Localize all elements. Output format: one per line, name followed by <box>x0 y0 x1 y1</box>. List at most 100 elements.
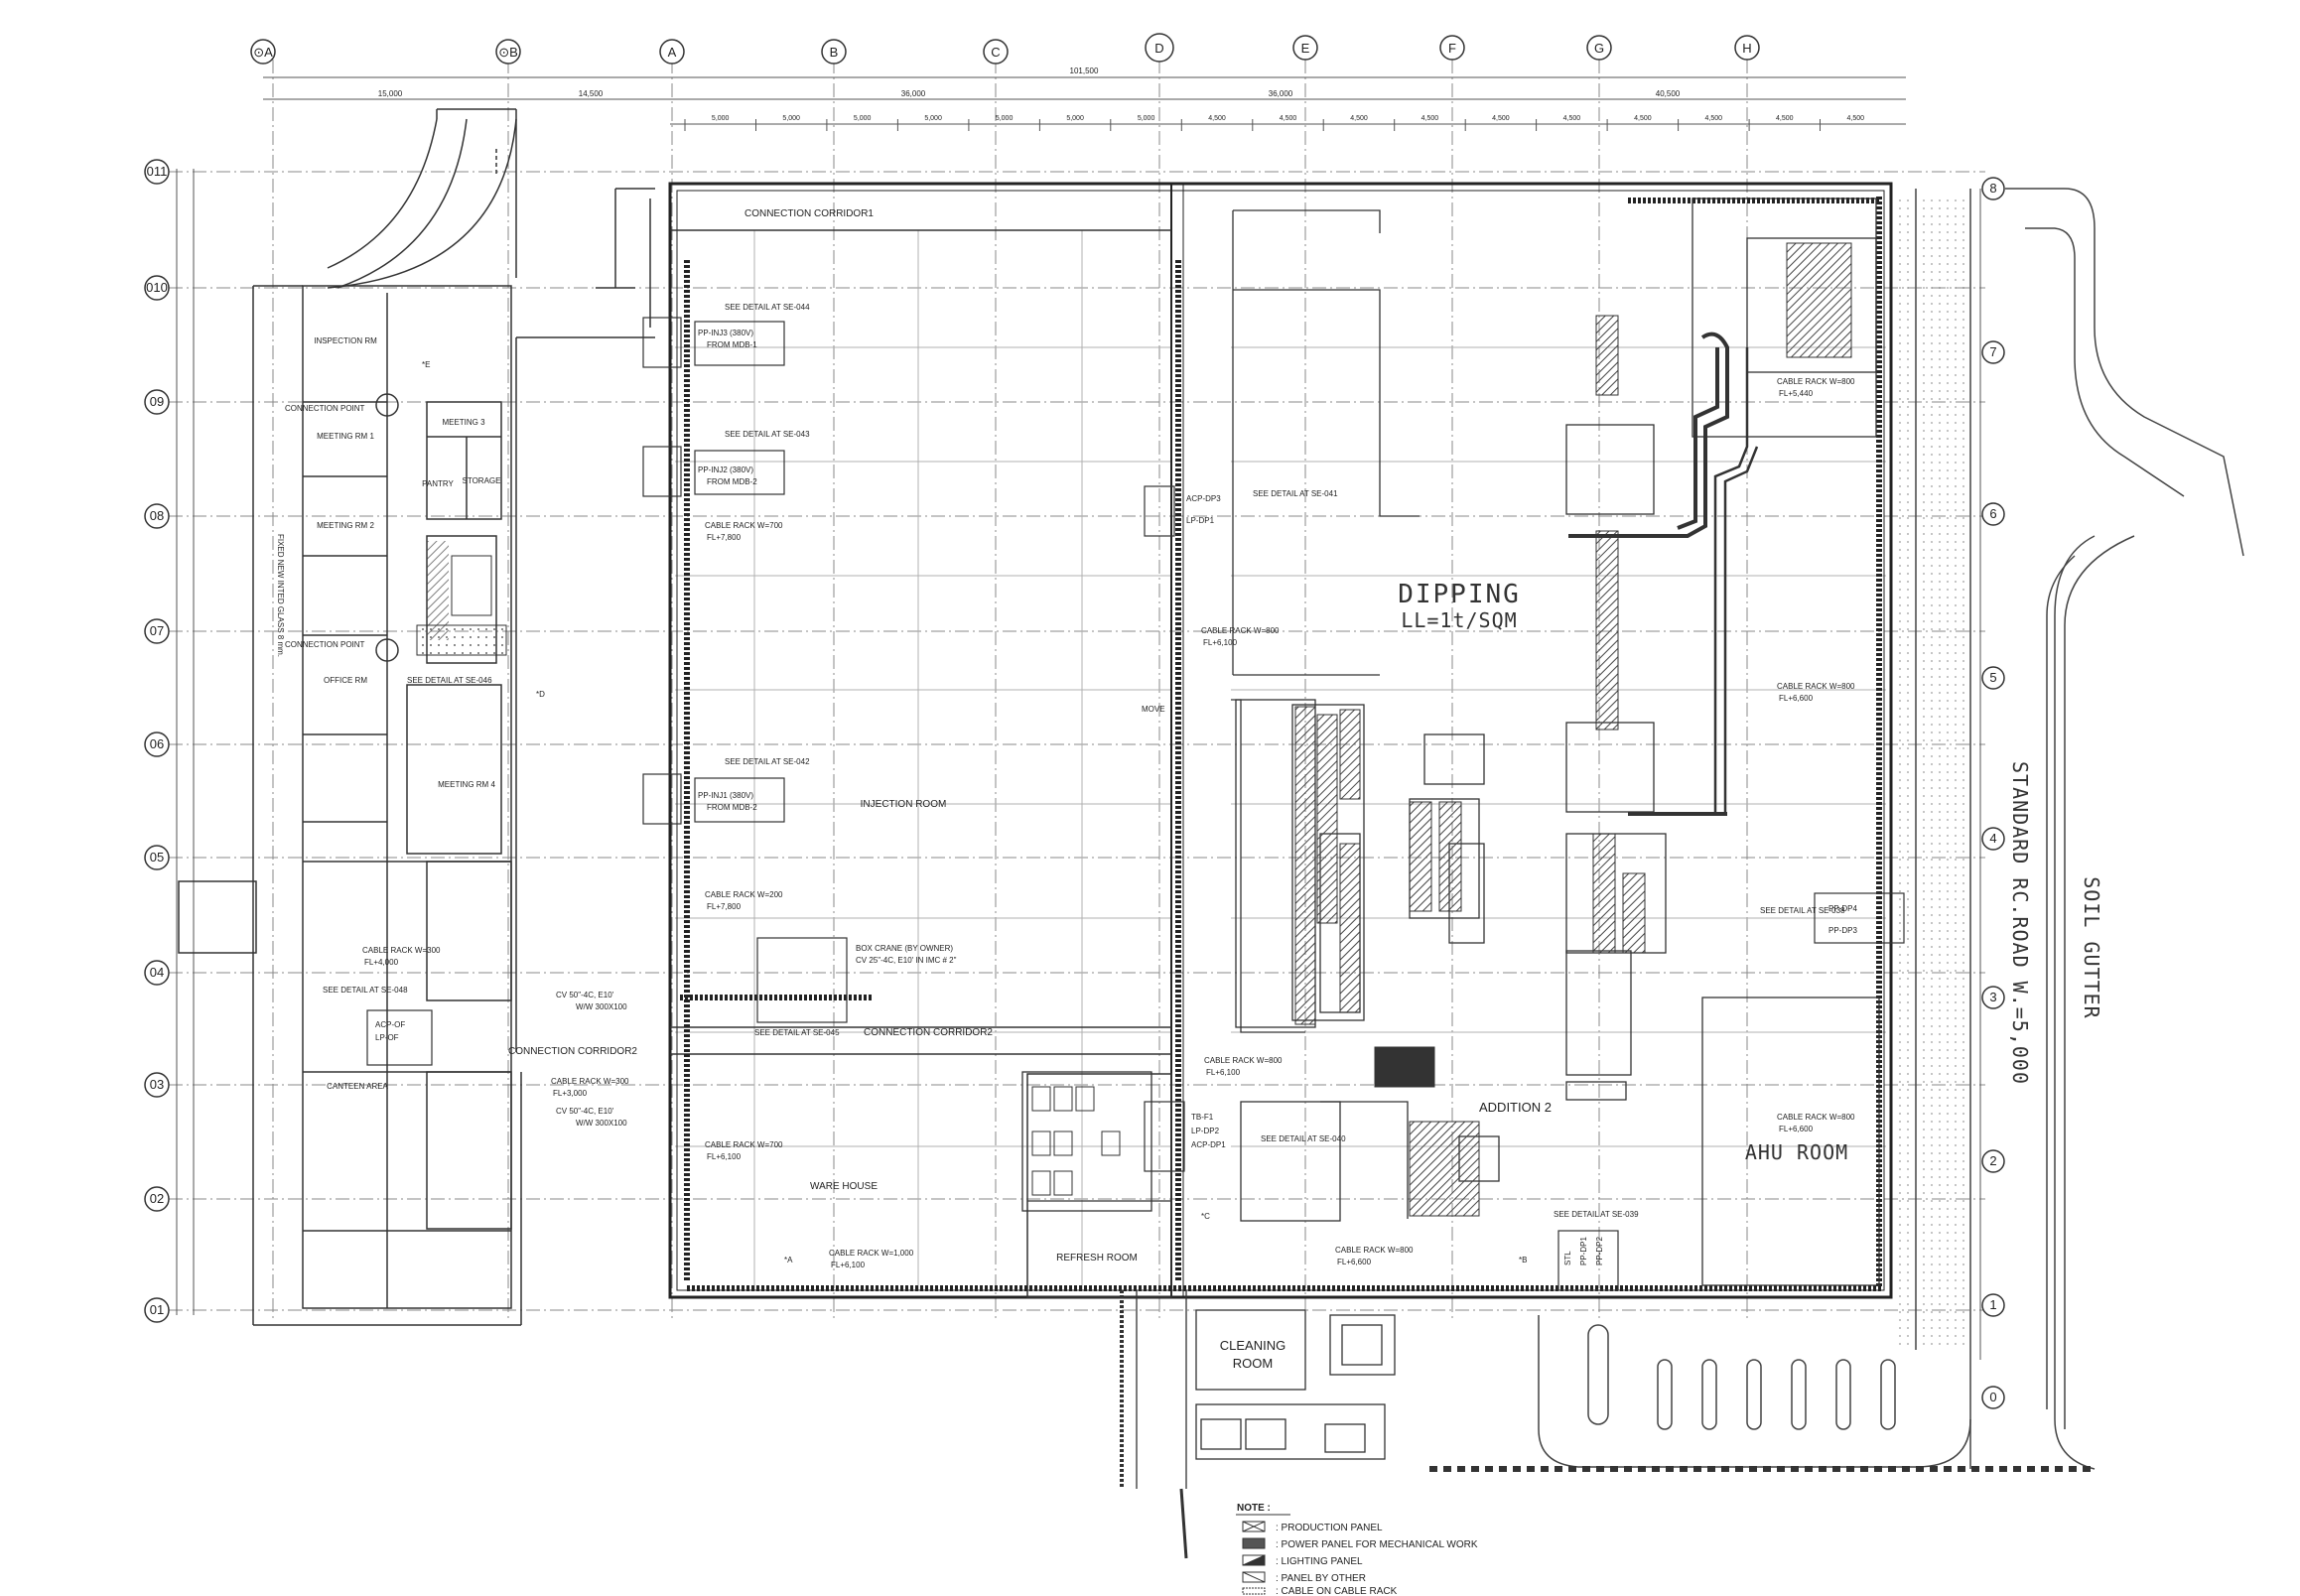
dim-top-5: 40,500 <box>1656 89 1681 98</box>
grid-col-g: G <box>1594 41 1604 56</box>
dipping-hatched-tanks <box>1294 242 1852 1217</box>
marker-a: *A <box>784 1256 793 1264</box>
label-lp-of: LP-OF <box>375 1033 399 1042</box>
grid-row-r7: 7 <box>1989 344 1996 359</box>
dim-top-4: 36,000 <box>1269 89 1293 98</box>
label-rack-w800-f: CABLE RACK W=800 <box>1777 1113 1855 1122</box>
label-fl-6100-c: FL+6,100 <box>1203 638 1238 647</box>
label-ww-a: W/W 300X100 <box>576 1002 627 1011</box>
legend-item-panel-by-other: : PANEL BY OTHER <box>1276 1573 1366 1584</box>
restroom-block <box>451 555 492 616</box>
grid-row-r8: 8 <box>1989 181 1996 196</box>
dim-top-3: 36,000 <box>901 89 926 98</box>
label-fl-7800-b: FL+7,800 <box>707 902 742 911</box>
label-pp-inj2: PP-INJ2 (380V) <box>698 466 753 474</box>
grid-row-07: 07 <box>150 623 164 638</box>
room-warehouse: WARE HOUSE <box>810 1181 878 1192</box>
dim-bay: 4,500 <box>1421 115 1439 122</box>
grid-row-r6: 6 <box>1989 506 1996 521</box>
label-rack-w800-b: CABLE RACK W=800 <box>1204 1056 1283 1065</box>
grid-row-r4: 4 <box>1989 831 1996 846</box>
main-building <box>668 182 1893 1299</box>
label-fl-6600-c: FL+6,600 <box>1779 1125 1814 1133</box>
label-see-se041: SEE DETAIL AT SE-041 <box>1253 489 1338 498</box>
room-injection: INJECTION ROOM <box>861 799 947 810</box>
label-lp-dp1: LP-DP1 <box>1186 516 1215 525</box>
dim-bay: 4,500 <box>1776 115 1794 122</box>
label-fl-6100-a: FL+6,100 <box>707 1152 742 1161</box>
room-cleaning-1: CLEANING <box>1220 1338 1285 1353</box>
room-cleaning-2: ROOM <box>1233 1356 1273 1371</box>
label-pp-inj2-from: FROM MDB-2 <box>707 477 757 486</box>
dim-bay: 5,000 <box>924 115 942 122</box>
grid-row-r3: 3 <box>1989 990 1996 1004</box>
room-meeting-4: MEETING RM 4 <box>438 780 495 789</box>
bay-grid <box>675 230 1886 1290</box>
dim-bay: 4,500 <box>1350 115 1368 122</box>
label-rack-w300-b: CABLE RACK W=300 <box>551 1077 629 1086</box>
room-refresh: REFRESH ROOM <box>1056 1253 1138 1264</box>
dipping-room-fixtures <box>1231 198 1880 1286</box>
duct-run <box>1568 332 1729 538</box>
label-connection-point-1: CONNECTION POINT <box>285 404 365 413</box>
label-rack-w800-d: CABLE RACK W=800 <box>1777 377 1855 386</box>
label-road: STANDARD RC.ROAD W.=5,000 <box>2008 761 2032 1085</box>
label-fixed-glass: FIXED NEW INTED GLASS 8 mm. <box>276 534 285 657</box>
legend-title: NOTE : <box>1237 1503 1271 1514</box>
label-rack-w800-c: CABLE RACK W=800 <box>1335 1246 1414 1255</box>
label-connection-corridor-3: CONNECTION CORRIDOR2 <box>508 1046 637 1057</box>
grid-row-r1: 1 <box>1989 1297 1996 1312</box>
dim-bay: 5,000 <box>712 115 730 122</box>
legend-item-lighting-panel: : LIGHTING PANEL <box>1276 1556 1363 1567</box>
grid-col-oa: ⊙A <box>253 45 273 60</box>
label-connection-corridor-1: CONNECTION CORRIDOR1 <box>744 208 874 219</box>
room-addition: ADDITION 2 <box>1479 1100 1552 1115</box>
room-meeting-2: MEETING RM 2 <box>317 521 374 530</box>
label-see-se046: SEE DETAIL AT SE-046 <box>407 676 492 685</box>
label-pp-inj3: PP-INJ3 (380V) <box>698 329 753 337</box>
grid-col-a: A <box>668 45 677 60</box>
label-see-se039: SEE DETAIL AT SE-039 <box>1554 1210 1639 1219</box>
label-pp-dp2: PP-DP2 <box>1595 1237 1604 1265</box>
label-fl-6100-d: FL+6,100 <box>1206 1068 1241 1077</box>
dim-bay: 4,500 <box>1847 115 1865 122</box>
grid-row-03: 03 <box>150 1077 164 1092</box>
label-fl-3000: FL+3,000 <box>553 1089 588 1098</box>
label-pp-inj1: PP-INJ1 (380V) <box>698 791 753 800</box>
label-cv-50-a: CV 50"-4C, E10' <box>556 991 614 999</box>
room-office: OFFICE RM <box>324 676 367 685</box>
dim-top-2: 14,500 <box>579 89 604 98</box>
connection-point-markers <box>375 393 399 662</box>
label-pp-inj1-from: FROM MDB-2 <box>707 803 757 812</box>
label-ww-b: W/W 300X100 <box>576 1119 627 1128</box>
grid-row-06: 06 <box>150 736 164 751</box>
dim-bay: 4,500 <box>1563 115 1581 122</box>
room-dipping-load: LL=1t/SQM <box>1401 608 1517 632</box>
label-soil-gutter: SOIL GUTTER <box>2080 876 2103 1018</box>
label-lp-dp2: LP-DP2 <box>1191 1127 1220 1135</box>
grid-row-r5: 5 <box>1989 670 1996 685</box>
dim-bay: 4,500 <box>1280 115 1297 122</box>
label-tb-f1: TB-F1 <box>1191 1113 1214 1122</box>
pp-inj-panels <box>642 317 1905 1291</box>
label-see-se043: SEE DETAIL AT SE-043 <box>725 430 810 439</box>
label-acp-dp1: ACP-DP1 <box>1191 1140 1226 1149</box>
grid-col-h: H <box>1742 41 1751 56</box>
dim-bay: 5,000 <box>854 115 872 122</box>
grid-row-08: 08 <box>150 508 164 523</box>
grid-row-r0: 0 <box>1989 1390 1996 1404</box>
room-canteen: CANTEEN AREA <box>327 1082 388 1091</box>
label-pp-dp4: PP-DP4 <box>1828 904 1857 913</box>
label-see-se044: SEE DETAIL AT SE-044 <box>725 303 810 312</box>
label-cv-25: CV 25"-4C, E10' IN IMC # 2" <box>856 956 957 965</box>
marker-c: *C <box>1201 1212 1210 1221</box>
grid-row-01: 01 <box>150 1302 164 1317</box>
dim-bay: 5,000 <box>996 115 1014 122</box>
label-see-se048: SEE DETAIL AT SE-048 <box>323 986 408 995</box>
dimension-lines <box>176 76 1981 1360</box>
grid-col-b: B <box>830 45 839 60</box>
dim-bay: 4,500 <box>1208 115 1226 122</box>
label-rack-w700-b: CABLE RACK W=700 <box>705 1140 783 1149</box>
label-cv-50-b: CV 50"-4C, E10' <box>556 1107 614 1116</box>
